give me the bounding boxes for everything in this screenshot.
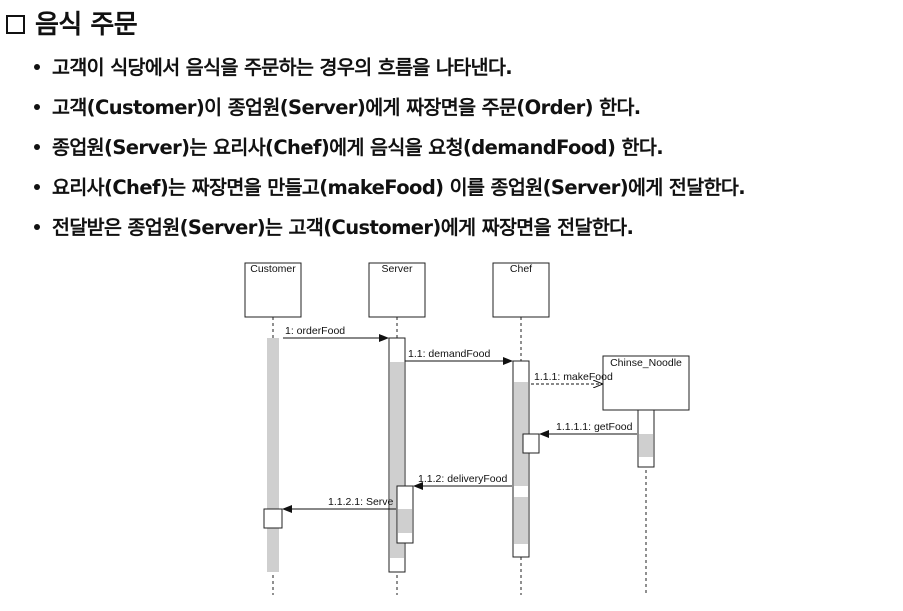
bullet-dot-icon (34, 144, 40, 150)
message-label-getfood: 1.1.1.1: getFood (556, 421, 633, 433)
bullet-item: 요리사(Chef)는 짜장면을 만들고(makeFood) 이를 종업원(Ser… (34, 168, 746, 208)
activation-server-nested-shade (398, 509, 412, 533)
message-label-makefood: 1.1.1: makeFood (534, 371, 613, 383)
object-label-noodle: Chinse_Noodle (610, 357, 682, 369)
activation-chef-shade-top (514, 382, 528, 486)
message-label-orderfood: 1: orderFood (285, 325, 345, 337)
bullet-list: 고객이 식당에서 음식을 주문하는 경우의 흐름을 나타낸다. 고객(Custo… (34, 48, 746, 248)
bullet-dot-icon (34, 104, 40, 110)
activation-chef-nested (522, 433, 540, 454)
message-label-deliveryfood: 1.1.2: deliveryFood (418, 473, 507, 485)
bullet-item: 종업원(Server)는 요리사(Chef)에게 음식을 요청(demandFo… (34, 128, 745, 168)
message-label-serve: 1.1.2.1: Serve (328, 496, 394, 508)
bullet-item: 고객(Customer)이 종업원(Server)에게 짜장면을 주문(Orde… (34, 88, 745, 128)
object-box-customer (244, 262, 302, 318)
activation-noodle-shade (639, 434, 653, 457)
activation-customer (267, 338, 279, 572)
bullet-dot-icon (34, 224, 40, 230)
object-label-customer: Customer (250, 263, 296, 275)
bullet-dot-icon (34, 184, 40, 190)
object-box-noodle (602, 355, 690, 411)
message-label-demandfood: 1.1: demandFood (408, 348, 490, 360)
object-box-chef (492, 262, 550, 318)
bullet-dot-icon (34, 64, 40, 70)
section-title-text: 음식 주문 (35, 10, 138, 40)
object-label-server: Server (382, 263, 413, 275)
object-label-chef: Chef (510, 263, 532, 275)
object-box-server (368, 262, 426, 318)
checkbox-square-icon (6, 15, 25, 34)
bullet-item: 전달받은 종업원(Server)는 고객(Customer)에게 짜장면을 전달… (34, 208, 745, 248)
activation-chef-shade-bottom (514, 497, 528, 544)
section-title: 음식 주문 (6, 4, 138, 41)
activation-customer-return (263, 508, 283, 529)
bullet-item: 고객이 식당에서 음식을 주문하는 경우의 흐름을 나타낸다. (34, 48, 745, 88)
